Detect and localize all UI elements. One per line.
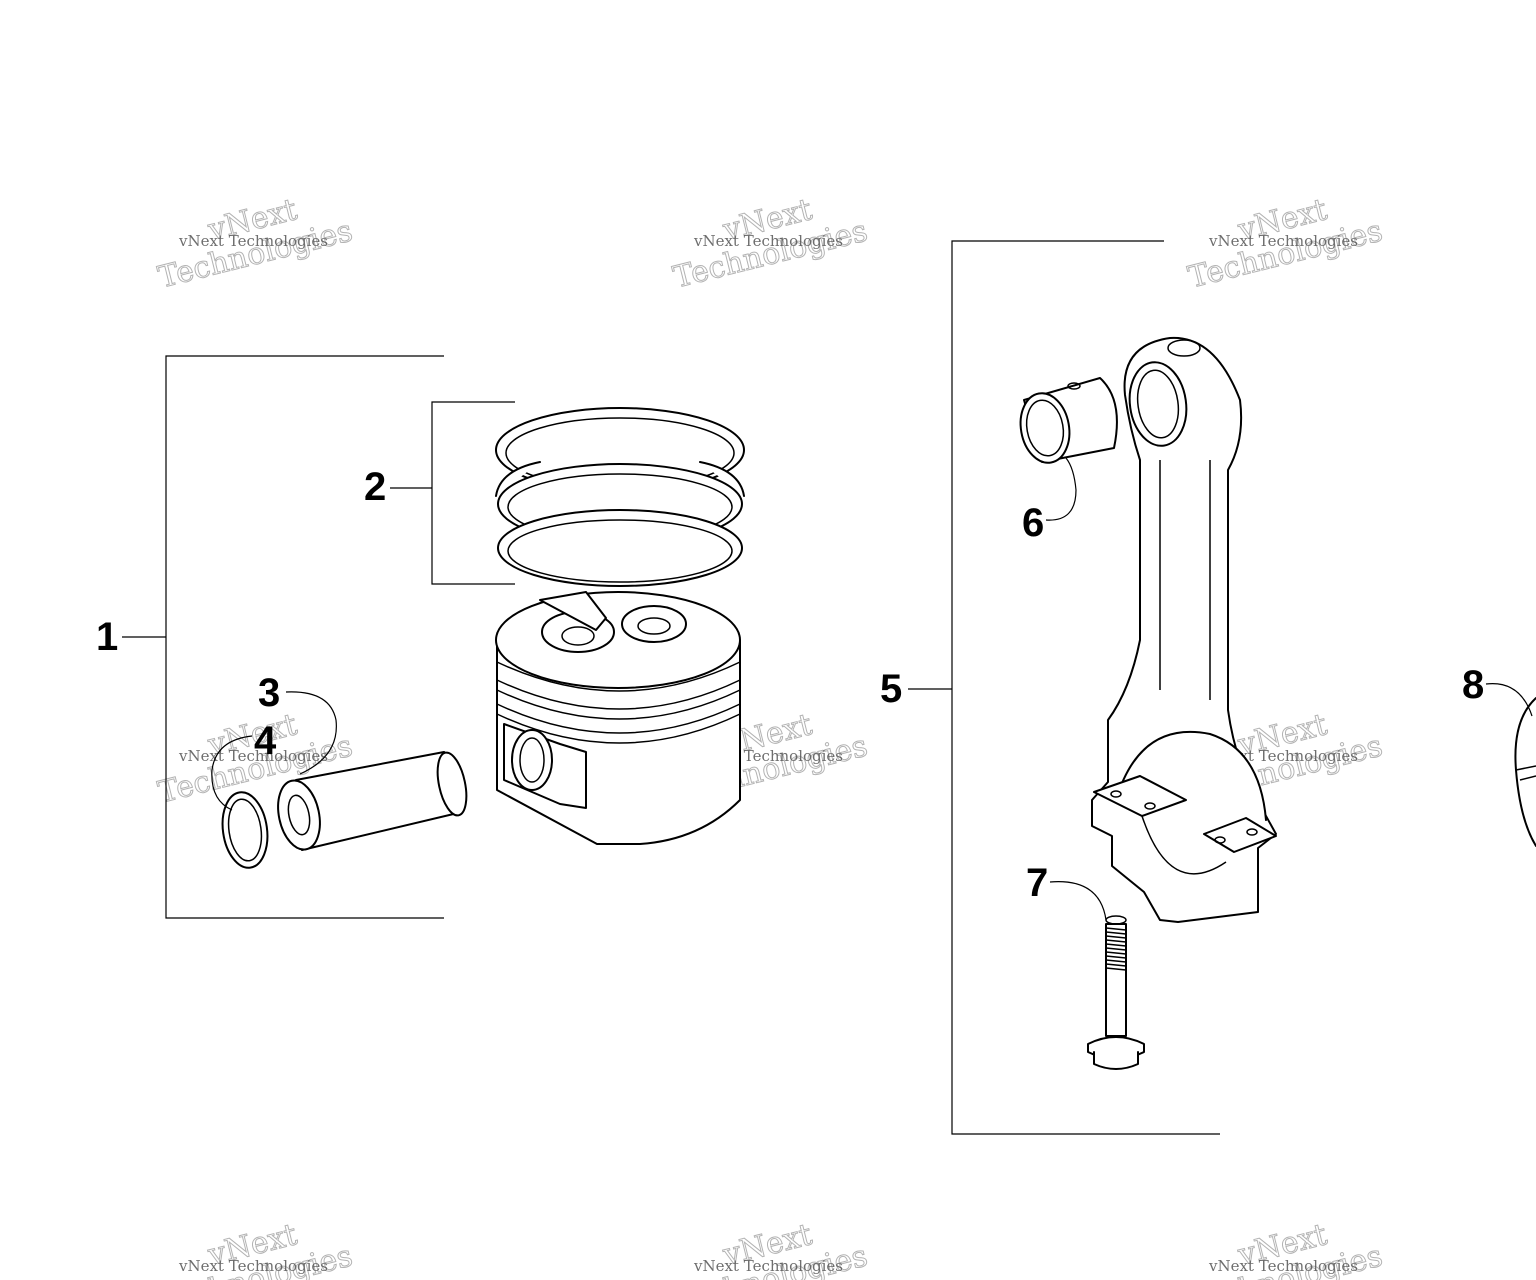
bolt-thread-line <box>1105 967 1127 971</box>
bushing-part[interactable] <box>1015 377 1118 467</box>
watermark-caption: vNext Technologies <box>178 747 328 765</box>
bolt-thread-line <box>1105 943 1127 947</box>
bearing-shell-part[interactable] <box>1514 697 1536 847</box>
bolt-thread-line <box>1105 951 1127 955</box>
piston-part[interactable] <box>495 591 741 845</box>
bolt-thread-line <box>1105 931 1127 935</box>
bolt-thread-line <box>1105 935 1127 939</box>
bolt-thread-line <box>1105 955 1127 959</box>
callout-labels: 1 2 3 4 5 6 7 8 <box>96 465 1484 905</box>
connecting-rod-part[interactable] <box>1091 336 1277 923</box>
assembly-bracket-1 <box>122 355 444 919</box>
rod-bolt-part[interactable] <box>1087 915 1145 1070</box>
watermark-caption: vNext Technologies <box>693 232 843 250</box>
callout-8: 8 <box>1462 663 1484 707</box>
callout-1: 1 <box>96 615 118 659</box>
callout-7: 7 <box>1026 861 1048 905</box>
ring-set-bracket-2 <box>390 401 515 585</box>
bolt-thread-line <box>1105 927 1127 931</box>
bolt-thread-line <box>1105 947 1127 951</box>
callout-2: 2 <box>364 465 386 509</box>
callout-3: 3 <box>258 671 280 715</box>
watermark-caption: vNext Technologies <box>178 232 328 250</box>
callout-6: 6 <box>1022 501 1044 545</box>
piston-pin-part[interactable] <box>272 750 471 853</box>
piston-rings-part[interactable] <box>495 407 745 587</box>
watermark-caption: vNext Technologies <box>178 1257 328 1275</box>
callout-5: 5 <box>880 667 902 711</box>
bolt-thread-line <box>1105 963 1127 967</box>
leader-lines <box>211 457 1533 921</box>
bolt-thread-line <box>1105 939 1127 943</box>
assembly-bracket-5 <box>908 240 1220 1135</box>
bolt-thread-line <box>1105 959 1127 963</box>
callout-4: 4 <box>254 719 277 763</box>
watermark-caption: vNext Technologies <box>1208 1257 1358 1275</box>
watermark-caption: vNext Technologies <box>1208 232 1358 250</box>
watermark-caption: vNext Technologies <box>693 1257 843 1275</box>
snap-ring-part[interactable] <box>218 789 272 870</box>
